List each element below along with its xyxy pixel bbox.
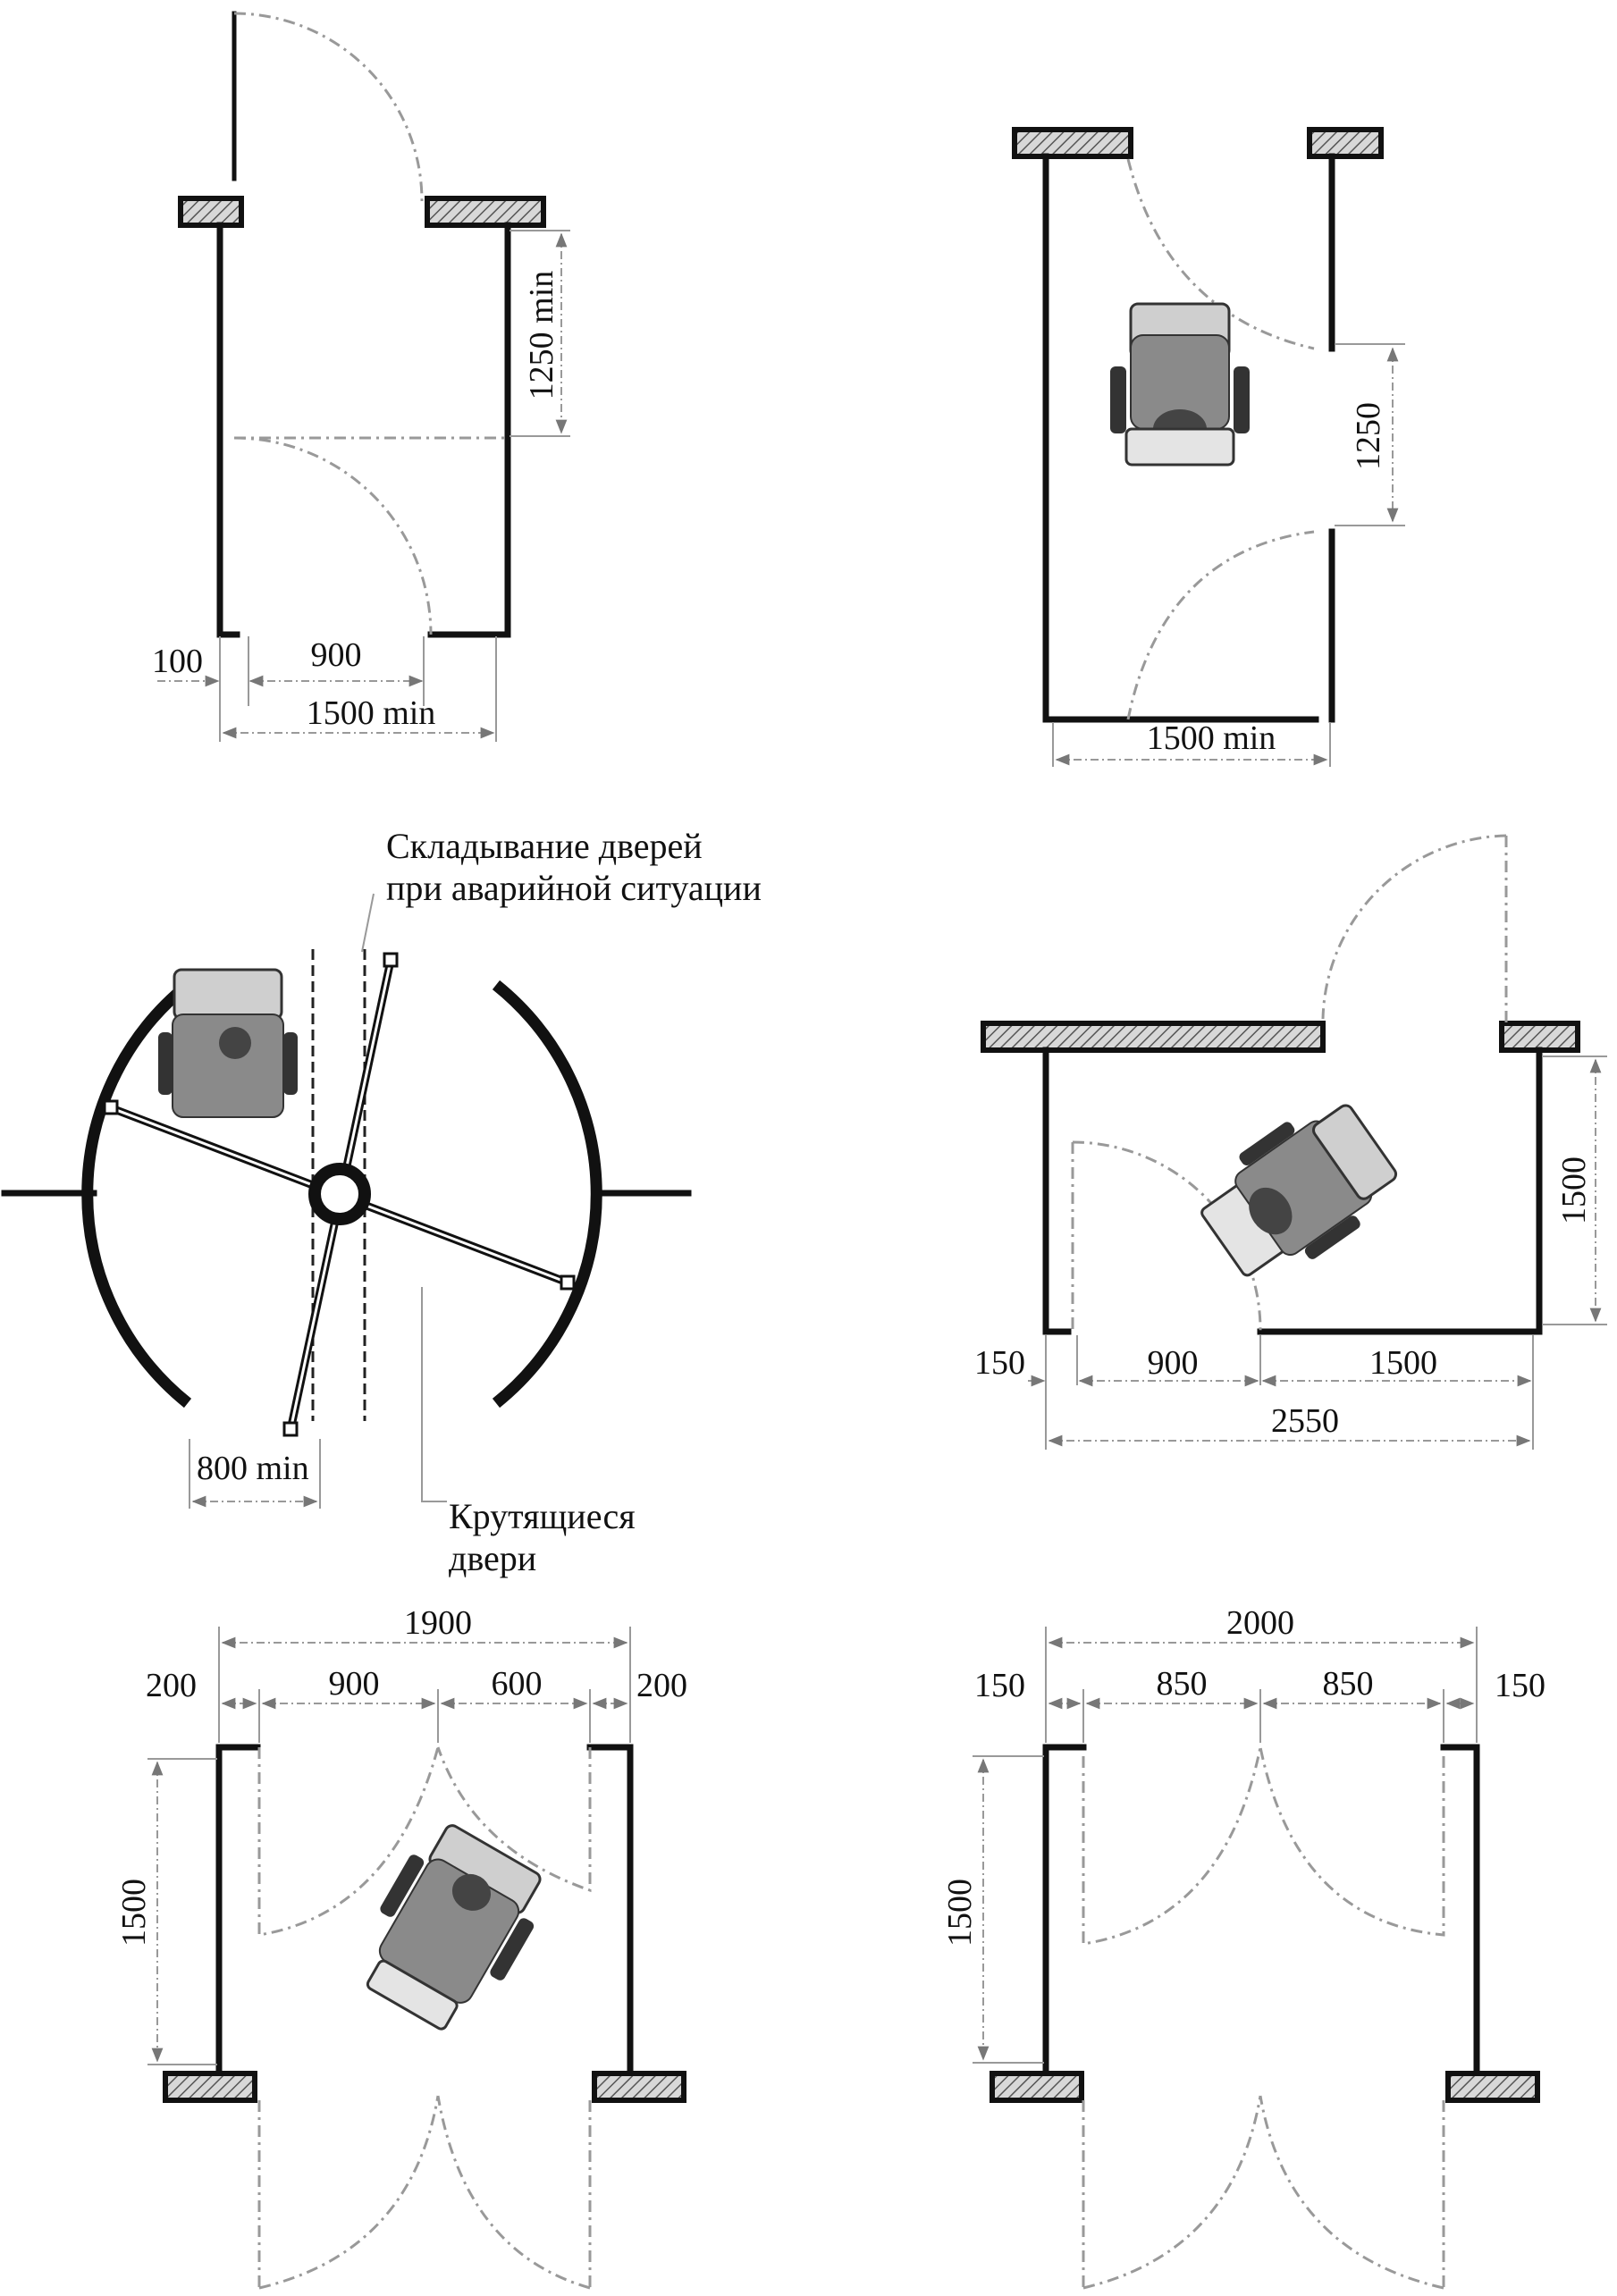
- vestibule-wall-left: [1042, 153, 1319, 723]
- dim-side-label: 1250 min: [523, 271, 560, 400]
- dim-door-label: 900: [311, 636, 362, 674]
- label-rotating-line1: Крутящиеся: [449, 1496, 636, 1536]
- dim-side-label: 1250: [1350, 402, 1387, 470]
- dimension-side: 1250: [1335, 343, 1405, 526]
- drum-wall-left: [81, 980, 192, 1409]
- interior-door-swing: [233, 436, 508, 635]
- vestibule-wall-left: [1042, 1047, 1072, 1335]
- dimension-side: 1500: [1542, 1055, 1607, 1325]
- wall-left: [1042, 1744, 1087, 2077]
- dimension-side: 1500: [115, 1758, 217, 2065]
- exterior-door-leaf: [232, 11, 424, 202]
- wheelchair-user: [366, 1824, 542, 2031]
- dimension-door: 100 900 1500 min: [152, 636, 497, 742]
- dim-width-label: 1500 min: [1147, 719, 1276, 757]
- dim-width-label: 1500 min: [307, 694, 436, 732]
- plan-middle-right: 1500 150 900 1500 2550: [974, 834, 1607, 1450]
- dimension-width: 1500 min: [1052, 719, 1331, 767]
- dim-door-label: 900: [1148, 1344, 1199, 1382]
- rotating-label: Крутящиеся двери: [421, 1287, 636, 1578]
- dim-leaf-a-label: 900: [329, 1665, 380, 1703]
- wall-stub-right: [592, 2071, 686, 2103]
- wall-stub-right: [425, 196, 546, 228]
- dim-left-label: 150: [974, 1667, 1025, 1704]
- pivot-hub: [308, 1163, 371, 1225]
- wall-right: [586, 1744, 634, 2077]
- dim-side-label: 1500: [941, 1879, 979, 1947]
- wall-stub-right: [1307, 127, 1384, 159]
- interior-door-swing: [1071, 1140, 1262, 1333]
- dim-offset-label: 100: [152, 643, 203, 680]
- wall-stub-left: [163, 2071, 257, 2103]
- wheelchair-user: [1200, 1104, 1398, 1277]
- side-door-swings: [1126, 158, 1315, 720]
- wall-left: [215, 1744, 261, 2077]
- wheelchair-user: [158, 968, 298, 1118]
- dim-total-label: 1900: [404, 1604, 472, 1642]
- dim-left-label: 200: [146, 1667, 197, 1704]
- wheelchair-user: [1110, 302, 1250, 467]
- interior-double-door: [1082, 1746, 1445, 1946]
- wall-long: [981, 1021, 1326, 1053]
- label-fold-line2: при аварийной ситуации: [386, 868, 762, 908]
- exterior-double-door: [257, 2095, 592, 2290]
- dim-right-label: 150: [1495, 1667, 1545, 1704]
- wall-stub-left: [990, 2071, 1084, 2103]
- wall-stub-left: [178, 196, 244, 228]
- plan-revolving-door: Складывание дверей при аварийной ситуаци…: [1, 826, 762, 1578]
- dim-side-label: 1500: [1555, 1156, 1593, 1224]
- plan-bottom-left: 1900 200 900 600 200: [115, 1604, 687, 2290]
- plan-top-right: 1250 1500 min: [1012, 127, 1405, 767]
- dim-total-label: 2000: [1226, 1604, 1294, 1642]
- dim-opening-label: 800 min: [197, 1450, 309, 1487]
- fold-label: Складывание дверей при аварийной ситуаци…: [361, 826, 762, 953]
- dimension-bottom: 150 900 1500 2550: [974, 1335, 1534, 1450]
- plan-bottom-right: 2000 150 850 850 150 1500: [941, 1604, 1545, 2290]
- dimension-side: 1500: [941, 1755, 1044, 2064]
- label-rotating-line2: двери: [449, 1538, 536, 1578]
- dimension-top: 1900 200 900 600 200: [146, 1604, 687, 1743]
- wall-right: [1440, 1744, 1480, 2077]
- dim-leaf-a-label: 850: [1157, 1665, 1208, 1703]
- vestibule-wall-right: [427, 222, 511, 638]
- dim-leaf-b-label: 600: [492, 1665, 543, 1703]
- label-fold-line1: Складывание дверей: [386, 826, 703, 866]
- exterior-double-door: [1082, 2095, 1445, 2290]
- exterior-door-swing: [1321, 834, 1508, 1023]
- dim-right-label: 200: [636, 1667, 687, 1704]
- dim-side-label: 1500: [115, 1879, 153, 1947]
- dim-leaf-b-label: 850: [1323, 1665, 1374, 1703]
- dimension-opening: 800 min: [189, 1439, 321, 1509]
- dim-offset-label: 150: [974, 1344, 1025, 1382]
- dimension-top: 2000 150 850 850 150: [974, 1604, 1545, 1743]
- plan-top-left: 1250 min 100 900 1500 min: [152, 11, 570, 742]
- dim-total-label: 2550: [1271, 1402, 1339, 1440]
- wall-stub-left: [1012, 127, 1133, 159]
- vestibule-wall-right: [1257, 1047, 1543, 1335]
- vestibule-wall-left: [216, 222, 240, 638]
- dimension-side: 1250 min: [510, 230, 570, 437]
- dim-wall-label: 1500: [1369, 1344, 1437, 1382]
- wall-stub-right: [1445, 2071, 1540, 2103]
- wall-stub-right: [1499, 1021, 1580, 1053]
- interior-double-door: [257, 1746, 592, 1937]
- drum-wall-right: [492, 980, 602, 1409]
